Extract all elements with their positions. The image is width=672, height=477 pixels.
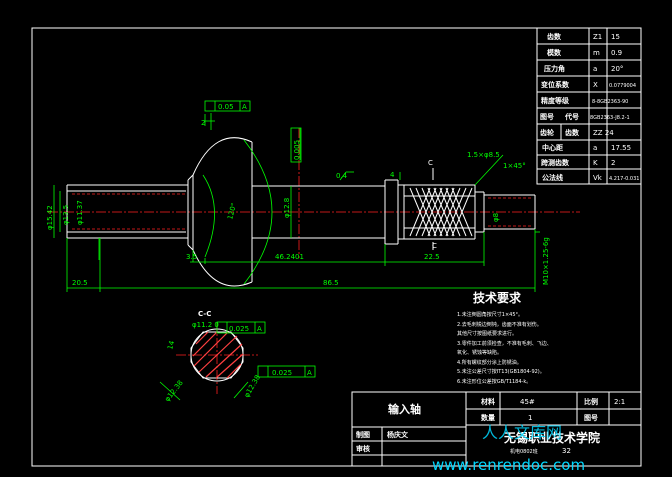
watermark-url: www.renrendoc.com <box>432 456 585 474</box>
title-block: 输入轴 材料 45# 数量 1 比例 2:1 图号 制图 杨庆文 审核 无锡职业… <box>351 391 642 467</box>
spline-teeth <box>404 187 475 237</box>
param-value: 8GB2363-J8.2-1 <box>590 115 630 121</box>
section-tol2: 0.025 <box>272 369 292 377</box>
drawn-by: 杨庆文 <box>387 430 409 439</box>
dim-angle: 120° <box>226 202 238 220</box>
param-label: 公法线 <box>542 173 563 182</box>
surface-roughness: 0.4 <box>336 172 348 180</box>
section-tol1: 0.025 <box>229 325 249 333</box>
technical-requirements: 技术要求 1.未注倒圆角按尺寸1×45°。 2.去毛刺锐边倒钝，齿面不准有划伤。… <box>457 290 552 385</box>
tech-item: 3.零件加工前须检查，不准有毛刺、飞边、 <box>457 340 552 347</box>
param-symbol: K <box>593 159 598 167</box>
param-label: 中心距 <box>542 143 563 152</box>
tech-item: 4.所有螺纹部分涂上防锈油。 <box>457 359 522 366</box>
dim-left-inner: φ13.5 <box>62 205 70 225</box>
param-symbol: 齿数 <box>565 128 580 137</box>
section-view-cc: C-C 0.025 A 0.025 A φ11.2 0 φ12.38 φ12.3… <box>159 310 316 403</box>
param-label: 齿轮 <box>540 128 554 137</box>
drawing-no-label: 图号 <box>584 413 598 422</box>
tech-item: 5.未注公差尺寸按IT13(GB1804-92)。 <box>457 368 545 375</box>
section-d1: φ11.2 0 <box>192 321 219 329</box>
section-tol2-ref: A <box>307 369 312 377</box>
param-value: 15 <box>611 33 620 41</box>
dim-spline-angle: 1×45° <box>503 162 526 170</box>
watermark-cn: 人人文库网 <box>482 423 562 442</box>
section-small: 14 <box>166 339 176 350</box>
tech-item: 6.未注形位公差按GB/T1184-k。 <box>457 378 531 385</box>
param-symbol: 代号 <box>564 112 579 121</box>
tech-item: 氧化、锈蚀等缺陷。 <box>457 349 502 356</box>
tech-heading: 技术要求 <box>473 290 522 305</box>
material-value: 45# <box>520 398 535 406</box>
perp-value: 0.05 <box>218 103 234 111</box>
tech-item: 2.去毛刺锐边倒钝，齿面不准有划伤。 <box>457 321 542 328</box>
tolerance-frame-vertical: 0.005 <box>290 127 302 163</box>
param-label: 模数 <box>547 48 562 57</box>
param-value: 8-8GB2363-90 <box>592 99 628 105</box>
param-symbol: m <box>593 49 600 57</box>
dim-spline: 1.5×φ8.5 <box>467 151 500 159</box>
drawn-label: 制图 <box>356 430 370 439</box>
param-value: 0.0779004 <box>609 83 636 89</box>
check-label: 审核 <box>356 444 370 453</box>
dim-len-20: 20.5 <box>72 279 88 287</box>
material-label: 材料 <box>480 397 495 406</box>
tech-item: 1.未注倒圆角按尺寸1×45°。 <box>457 311 523 318</box>
class-label: 机电0802班 <box>510 448 538 455</box>
param-symbol: X <box>593 81 598 89</box>
scale-value: 2:1 <box>614 398 625 406</box>
dim-len-46: 46.2401 <box>275 253 304 261</box>
param-value: ZZ 24 <box>593 129 614 137</box>
param-label: 压力角 <box>544 64 565 73</box>
section-tol1-ref: A <box>257 325 262 333</box>
tech-item: 其他尺寸按图纸要求进行。 <box>457 330 517 337</box>
dim-thread: M10×1.25-6g <box>542 237 550 285</box>
scale-label: 比例 <box>584 397 598 406</box>
param-label: 图号 <box>540 112 554 121</box>
section-label: C-C <box>198 310 211 318</box>
param-symbol: a <box>593 65 597 73</box>
perpendicularity-frame: 0.05 A <box>204 100 251 112</box>
param-symbol: a <box>593 144 597 152</box>
param-label: 齿数 <box>547 32 562 41</box>
part-name: 输入轴 <box>388 402 421 416</box>
dim-left-h: φ11.37 <box>76 200 84 225</box>
dim-len-3: 3.5 <box>186 253 197 261</box>
section-r-right: φ12.38 <box>243 374 262 399</box>
dim-len-86: 86.5 <box>323 279 339 287</box>
param-label: 精度等级 <box>541 96 570 105</box>
param-symbol: Z1 <box>593 33 602 41</box>
dimension-lines <box>53 113 540 292</box>
dim-center-dia: φ12.8 <box>283 198 291 218</box>
param-label: 变位系数 <box>541 80 570 89</box>
section-r-left: φ12.38 <box>163 379 184 403</box>
drawing-frame <box>31 27 642 467</box>
param-value: 20° <box>611 65 623 73</box>
school-name: 无锡职业技术学院 <box>503 430 600 445</box>
dim-len-4: 4 <box>390 171 395 179</box>
section-mark-bottom: C <box>432 242 437 250</box>
param-value: 17.55 <box>611 144 631 152</box>
dim-len-22: 22.5 <box>424 253 440 261</box>
param-value: 2 <box>611 159 615 167</box>
dim-left-outer: φ15.42 <box>46 205 54 230</box>
dim-chamfer: 2 <box>201 119 205 127</box>
perp-ref: A <box>242 103 247 111</box>
qty-label: 数量 <box>481 413 495 422</box>
param-label: 跨测齿数 <box>541 158 570 167</box>
param-symbol: Vk <box>593 174 603 182</box>
tol-value: 0.005 <box>293 140 301 160</box>
param-value: 0.9 <box>611 49 622 57</box>
class-no: 32 <box>562 447 571 455</box>
section-mark-top: C <box>428 159 433 167</box>
qty-value: 1 <box>528 414 532 422</box>
dim-small-dia: φ8 <box>492 213 500 222</box>
gear-parameter-table: 齿数 Z1 15 模数 m 0.9 压力角 a 20° 变位系数 X 0.077… <box>536 27 642 185</box>
shaft-outline <box>66 137 536 287</box>
param-value: 4.217-0.031 <box>609 176 639 182</box>
watermark: 人人文库网 www.renrendoc.com <box>432 423 585 474</box>
